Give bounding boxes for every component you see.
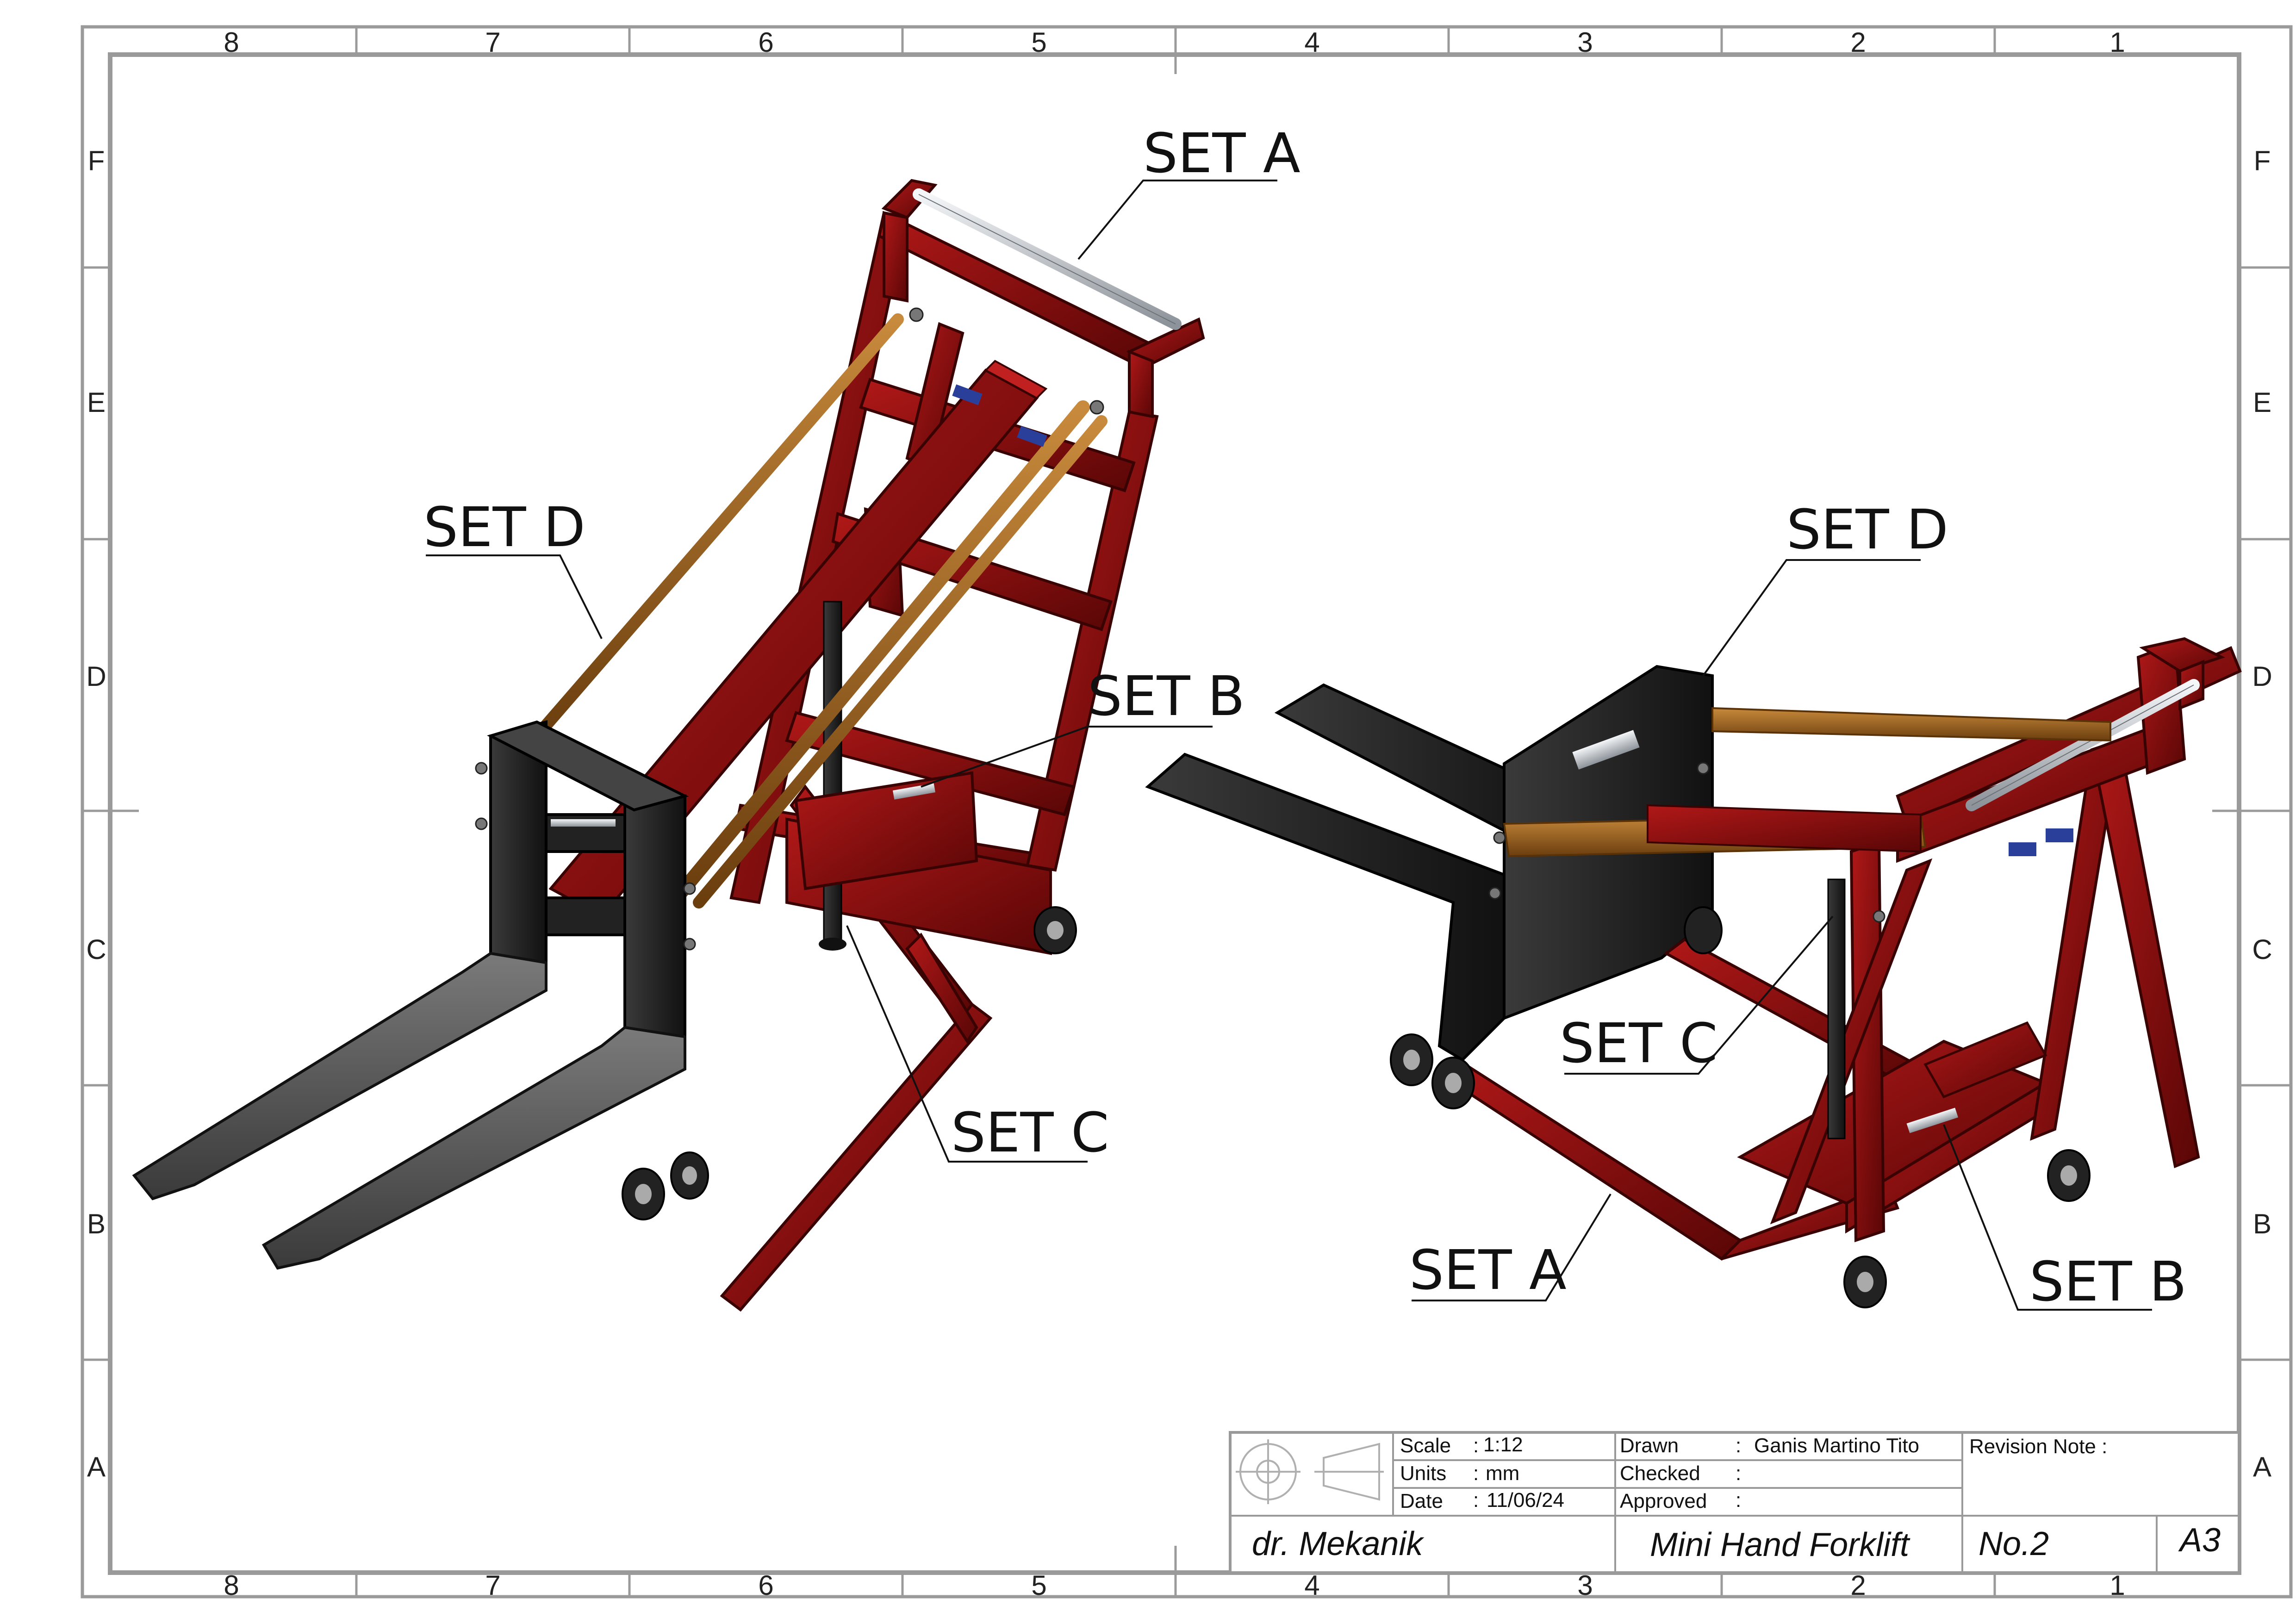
row-label-left: D [86, 661, 106, 692]
callout-set-a: SET A [1409, 1238, 1567, 1302]
row-label-right: D [2252, 661, 2272, 692]
row-label-left: C [86, 934, 106, 965]
hydraulic-cylinder [823, 601, 842, 945]
fork-left [132, 952, 548, 1201]
date-sep: : [1473, 1489, 1479, 1512]
col-label-top: 2 [1850, 27, 1866, 58]
units-label: Units [1400, 1462, 1446, 1485]
forklift-right-view: SET D SET C SET A SET B [1145, 498, 2242, 1313]
scale-value: 1:12 [1483, 1433, 1523, 1456]
col-label-bottom: 2 [1850, 1570, 1866, 1601]
col-label-top: 7 [485, 27, 500, 58]
scale-label: Scale [1400, 1434, 1451, 1457]
drawn-label: Drawn [1620, 1434, 1679, 1457]
approved-label: Approved [1620, 1490, 1707, 1512]
drawing-number: No.2 [1979, 1525, 2049, 1562]
leader-set-b-left [921, 726, 1213, 788]
date-value: 11/06/24 [1487, 1489, 1564, 1512]
blue-fitting [1017, 426, 1047, 447]
sheet-size: A3 [2178, 1522, 2221, 1559]
link-rod [693, 415, 1108, 908]
row-label-right: A [2253, 1451, 2271, 1482]
callout-set-b: SET B [1088, 664, 1245, 728]
projection-symbol-icon [1236, 1439, 1384, 1504]
col-label-bottom: 7 [485, 1570, 500, 1601]
row-label-left: F [88, 145, 105, 176]
drawing-title: Mini Hand Forklift [1650, 1526, 1910, 1563]
col-label-bottom: 1 [2109, 1570, 2125, 1601]
callout-set-c: SET C [951, 1101, 1109, 1164]
blue-fitting [2009, 842, 2036, 856]
title-block: Scale : 1:12 Units : mm Date : 11/06/24 … [1229, 1431, 2240, 1574]
col-label-bottom: 6 [758, 1570, 773, 1601]
forklift-left-view: SET A SET D SET B SET C [132, 121, 1300, 1312]
company-name: dr. Mekanik [1252, 1525, 1425, 1562]
caster-wheel [1843, 1149, 2091, 1308]
row-label-right: F [2254, 145, 2271, 176]
checked-sep: : [1736, 1462, 1741, 1485]
callout-set-d: SET D [423, 495, 585, 559]
fork-carriage [487, 720, 689, 1067]
col-label-top: 4 [1304, 27, 1319, 58]
battery-tray [1923, 1021, 2047, 1099]
revision-note-label: Revision Note : [1969, 1435, 2107, 1458]
leader-set-a-right [1412, 1193, 1612, 1301]
date-label: Date [1400, 1490, 1443, 1512]
callout-set-b: SET B [2029, 1250, 2187, 1313]
leader-set-c-left [846, 925, 1088, 1163]
col-label-bottom: 5 [1031, 1570, 1046, 1601]
sheet-border: 8 7 6 5 4 3 2 1 8 7 6 5 4 3 2 1 F E D C … [81, 25, 2293, 1601]
caster-wheel [1033, 906, 1077, 954]
approved-sep: : [1736, 1489, 1741, 1512]
units-value: mm [1486, 1462, 1519, 1485]
callout-set-c: SET C [1560, 1011, 1717, 1075]
row-label-left: E [87, 387, 106, 418]
checked-label: Checked [1620, 1462, 1700, 1485]
drawn-value: Ganis Martino Tito [1754, 1434, 1919, 1457]
scale-sep: : [1473, 1434, 1479, 1457]
row-label-right: E [2253, 387, 2271, 418]
col-label-top: 1 [2109, 27, 2125, 58]
col-label-bottom: 8 [224, 1570, 239, 1601]
callout-set-d: SET D [1786, 498, 1948, 561]
leader-set-d-right [1702, 559, 1921, 677]
leader-set-a-left [1077, 180, 1277, 260]
row-label-left: A [87, 1451, 106, 1482]
drawn-sep: : [1736, 1434, 1741, 1457]
col-label-top: 8 [224, 27, 239, 58]
leader-set-c-right [1564, 915, 1834, 1075]
hydraulic-cylinder [1827, 878, 1846, 1139]
front-wheel [1390, 906, 1723, 1109]
link-rod [531, 313, 904, 742]
center-mast [1647, 804, 1922, 853]
col-label-bottom: 4 [1304, 1570, 1319, 1601]
fork-right [261, 1026, 686, 1270]
front-wheel [622, 1151, 709, 1220]
link-rod [1711, 707, 2111, 742]
leader-set-d-left [426, 554, 603, 639]
row-label-right: C [2252, 934, 2272, 965]
row-label-right: B [2253, 1208, 2271, 1239]
leader-set-b-right [1943, 1124, 2152, 1311]
col-label-top: 6 [758, 27, 773, 58]
col-label-top: 3 [1577, 27, 1593, 58]
blue-fitting [2046, 828, 2073, 842]
fork-right [1145, 753, 1506, 1062]
units-sep: : [1473, 1462, 1479, 1485]
callout-set-a: SET A [1143, 121, 1300, 185]
battery-tray [794, 771, 978, 890]
blue-fitting [952, 384, 983, 405]
link-rod [673, 400, 1090, 900]
col-label-top: 5 [1031, 27, 1046, 58]
col-label-bottom: 3 [1577, 1570, 1593, 1601]
row-label-left: B [87, 1208, 106, 1239]
